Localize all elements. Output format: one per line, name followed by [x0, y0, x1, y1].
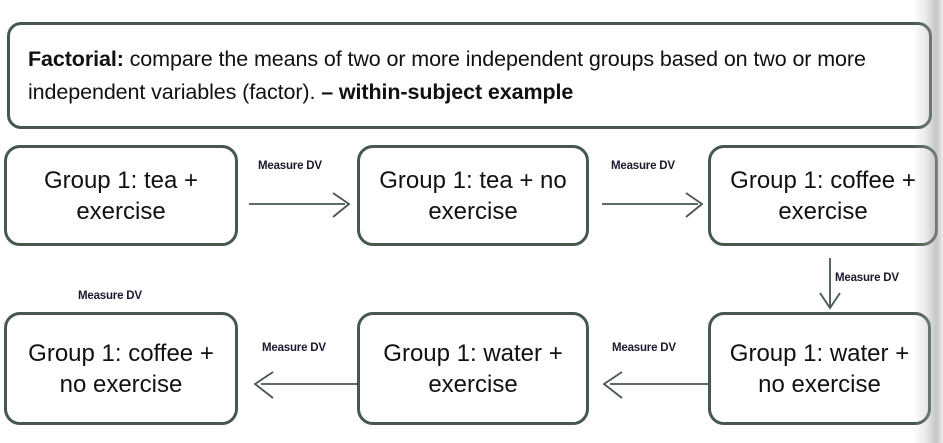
header-statement-box: Factorial: compare the means of two or m…: [7, 22, 932, 129]
arrow-left-icon: [600, 371, 708, 402]
group-box-label: Group 1: coffee + exercise: [730, 166, 916, 225]
group-box-label: Group 1: water + exercise: [383, 339, 563, 398]
group-box-tea-exercise: Group 1: tea + exercise: [4, 145, 238, 246]
group-box-label: Group 1: water + no exercise: [729, 339, 910, 398]
arrow-down-icon: [818, 258, 848, 310]
connector-label-d: Measure DV: [612, 342, 676, 354]
arrow-right-icon: [602, 192, 706, 222]
header-body: compare the means of two or more indepen…: [28, 46, 866, 104]
group-box-water-no-exercise: Group 1: water + no exercise: [708, 312, 931, 425]
group-box-label: Group 1: tea + no exercise: [379, 166, 567, 225]
group-box-label: Group 1: tea + exercise: [43, 166, 199, 225]
group-box-coffee-exercise: Group 1: coffee + exercise: [708, 145, 938, 246]
connector-label-c: Measure DV: [835, 272, 899, 284]
header-statement-text: Factorial: compare the means of two or m…: [28, 43, 911, 109]
group-box-coffee-no-exercise: Group 1: coffee + no exercise: [4, 312, 238, 425]
connector-label-a: Measure DV: [258, 160, 322, 172]
connector-label-f: Measure DV: [78, 290, 142, 302]
connector-label-e: Measure DV: [262, 342, 326, 354]
connector-label-b: Measure DV: [611, 160, 675, 172]
arrow-left-icon: [251, 371, 357, 402]
header-tail: – within-subject example: [321, 79, 574, 104]
group-box-water-exercise: Group 1: water + exercise: [357, 312, 589, 425]
group-box-tea-no-exercise: Group 1: tea + no exercise: [357, 145, 589, 246]
header-lead: Factorial:: [28, 46, 124, 71]
group-box-label: Group 1: coffee + no exercise: [28, 339, 214, 398]
arrow-right-icon: [249, 192, 353, 222]
